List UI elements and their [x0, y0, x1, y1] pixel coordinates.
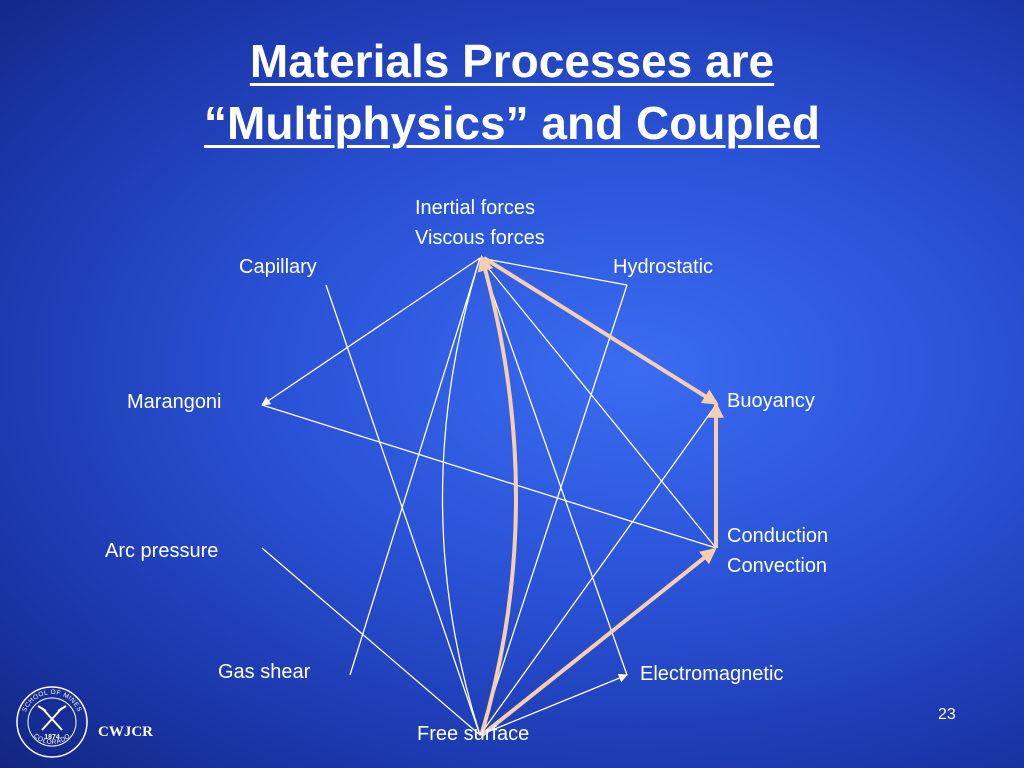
link-inertial-freesurface-curve	[441, 257, 481, 736]
svg-text:SCHOOL OF MINES: SCHOOL OF MINES	[21, 689, 83, 713]
hl-freesurface-inertial	[477, 254, 518, 734]
logo-year: 1874	[44, 734, 60, 741]
node-hydrostatic: Hydrostatic	[613, 256, 714, 278]
link-inertial-gasshear	[349, 257, 481, 676]
link-inertial-marangoni	[261, 257, 481, 406]
node-inertial-label: Inertial forces	[415, 197, 536, 219]
coupling-lines	[261, 257, 717, 736]
node-viscous-label: Viscous forces	[415, 227, 545, 249]
node-conduction-label: Conduction	[727, 525, 829, 547]
org-label: CWJCR	[98, 724, 153, 740]
link-hydrostatic-freesurface	[479, 284, 628, 736]
link-inertial-hydrostatic	[479, 257, 628, 286]
slide-title: Materials Processes are “Multiphysics” a…	[0, 30, 1024, 154]
node-marangoni: Marangoni	[127, 391, 222, 413]
node-convection-label: Convection	[727, 555, 828, 577]
hl-freesurface-conduction	[480, 548, 717, 737]
node-conduction-convection: Conduction Convection	[727, 521, 828, 581]
link-inertial-conduction	[479, 257, 717, 549]
hl-inertial-buoyancy	[482, 256, 719, 405]
node-gas-shear: Gas shear	[218, 661, 311, 683]
link-freesurface-electromagnetic	[479, 673, 628, 736]
highlighted-coupling-path	[477, 254, 724, 737]
school-seal-logo: SCHOOL OF MINES COLORADO 1874	[16, 686, 88, 758]
link-freesurface-buoyancy	[479, 404, 717, 736]
node-buoyancy: Buoyancy	[727, 390, 815, 412]
node-arc-pressure: Arc pressure	[105, 540, 219, 562]
node-inertial-viscous: Inertial forces Viscous forces	[415, 193, 545, 253]
crossed-hammers-icon	[37, 705, 67, 731]
node-capillary: Capillary	[239, 256, 317, 278]
link-arcpressure-freesurface	[261, 547, 481, 736]
node-free-surface: Free surface	[417, 723, 530, 745]
title-line-2: “Multiphysics” and Coupled	[204, 97, 820, 149]
node-electromagnetic: Electromagnetic	[640, 663, 784, 685]
page-number: 23	[938, 706, 956, 723]
link-marangoni-conduction	[261, 404, 717, 549]
link-inertial-electromagnetic	[479, 257, 628, 676]
link-capillary-freesurface	[325, 284, 481, 736]
title-line-1: Materials Processes are	[249, 35, 775, 87]
